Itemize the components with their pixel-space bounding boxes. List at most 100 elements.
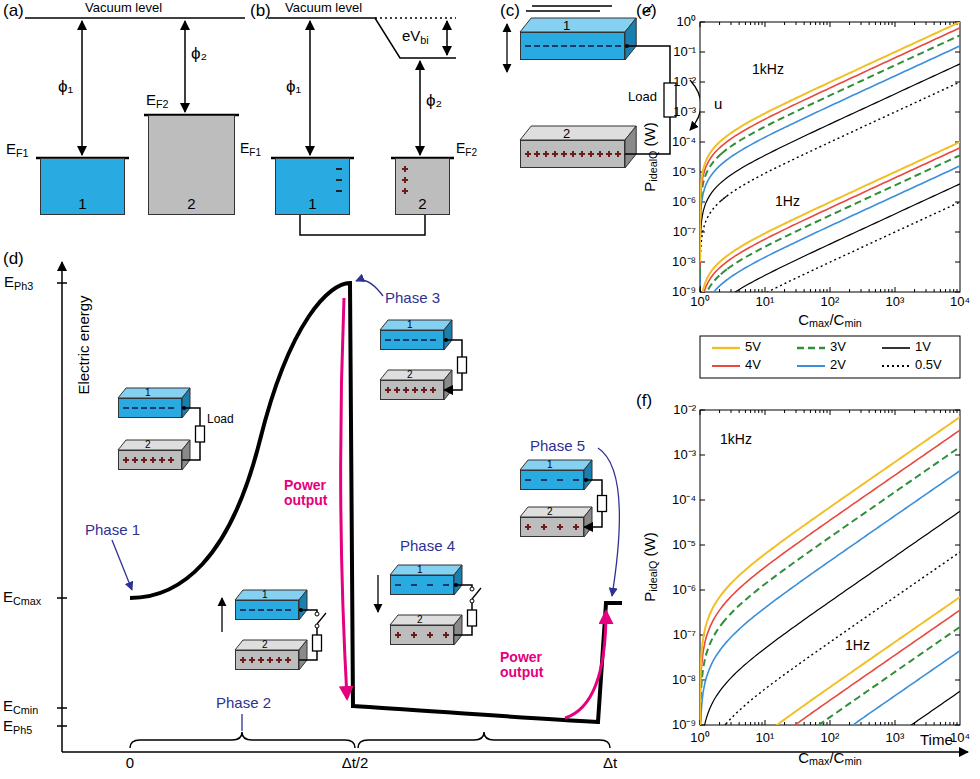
minus-charge: [443, 584, 449, 586]
block-number: 1: [547, 460, 553, 470]
minus-charge: [240, 609, 246, 611]
axis-tick: [892, 22, 893, 292]
plus-charge: [161, 457, 163, 463]
power-curves: [700, 22, 960, 292]
axis-tick: [914, 410, 915, 725]
plus-charge: [404, 177, 406, 183]
plus-charge: [397, 632, 399, 638]
axis-label: Time: [920, 732, 953, 749]
legend-text: 3V: [830, 340, 846, 354]
electrode-block: 2: [380, 380, 444, 400]
axis-tick: [796, 410, 797, 725]
tick-label: 0: [126, 755, 134, 772]
subscript: F2: [465, 147, 477, 158]
charge-marks: [391, 626, 453, 644]
plus-charge: [125, 457, 127, 463]
tick-label: 10⁻³: [673, 448, 696, 462]
block-top-face: [118, 440, 190, 450]
tick-label: 10⁰: [677, 15, 696, 29]
plus-charge: [170, 457, 172, 463]
axis-tick: [953, 22, 954, 292]
axis-tick: [823, 410, 824, 725]
plus-charge: [536, 151, 538, 157]
minus-charge: [336, 190, 342, 192]
block-number: 1: [407, 320, 413, 330]
axis-tick: [869, 22, 870, 292]
power-curve: [700, 35, 960, 275]
block-top-face: [390, 615, 462, 625]
plus-charge: [396, 387, 398, 393]
power-curve: [700, 597, 960, 725]
terminal-dot: [299, 608, 303, 612]
plus-charge: [404, 188, 406, 194]
phase-pointers: [241, 714, 242, 731]
plus-charge: [134, 457, 136, 463]
axis-tick: [861, 22, 862, 292]
axis-tick: [745, 410, 746, 725]
tick-label: 10⁰: [690, 295, 709, 309]
phase-label: Phase 2: [216, 695, 271, 712]
electrode-block: 1: [390, 575, 454, 595]
power-arrows: [341, 298, 347, 698]
plus-charge: [143, 457, 145, 463]
frequency-label: 1Hz: [775, 194, 800, 209]
block-side-face: [454, 615, 462, 645]
panel-d-axes: [130, 732, 355, 748]
block-number: 2: [262, 640, 268, 650]
axis-tick: [750, 410, 751, 725]
minus-charge: [394, 339, 400, 341]
plus-charge: [445, 632, 447, 638]
fermi-level: EF1: [240, 141, 261, 156]
electrode-block: 2: [390, 625, 454, 645]
subscript: idealQ: [647, 151, 659, 182]
power-curve: [700, 471, 960, 725]
axis-tick: [819, 22, 820, 292]
tick-label: 10⁻²: [673, 75, 696, 89]
axis-tick: [762, 410, 763, 725]
axis-tick: [827, 22, 828, 292]
subscript: Cmin: [13, 704, 38, 716]
block-side-face: [584, 507, 592, 537]
axis-tick: [830, 410, 831, 725]
phase-label: Phase 4: [400, 538, 455, 555]
plus-charge: [432, 387, 434, 393]
axis-label: PidealQ (W): [642, 532, 659, 602]
axis-tick: [745, 22, 746, 292]
minus-charge: [267, 609, 273, 611]
axis-label: Cmax/Cmin: [798, 312, 862, 329]
tick-label: 10²: [821, 731, 840, 745]
power-curve: [700, 28, 960, 268]
motion-arrows: [221, 598, 222, 632]
panel-label: (a): [3, 2, 24, 21]
axis-tick: [849, 22, 850, 292]
minus-charge: [411, 584, 417, 586]
axis-tick: [827, 410, 828, 725]
level-label: Vacuum level: [85, 1, 162, 15]
subscript: F1: [16, 147, 29, 159]
subscript: idealQ: [647, 561, 659, 592]
plus-charge: [405, 387, 407, 393]
minus-charge: [588, 45, 594, 47]
electrode-block: 1: [275, 158, 350, 215]
block-top-face: [520, 460, 592, 470]
phase-pointers: [112, 540, 132, 590]
plus-charge: [581, 151, 583, 157]
charge-marks: [119, 399, 181, 417]
power-arrows: [341, 298, 606, 718]
energy-level: EPh5: [3, 718, 32, 735]
block-number: 1: [145, 388, 151, 398]
terminal-dot: [182, 406, 186, 410]
axis-tick: [810, 22, 811, 292]
block-number: 1: [417, 565, 423, 575]
energy-level: ECmin: [3, 698, 38, 715]
plus-charge: [242, 657, 244, 663]
panel-label: (d): [3, 250, 24, 269]
legend-sample: [882, 347, 910, 349]
electrode-block: 2: [395, 158, 450, 215]
panel-label: (e): [636, 2, 657, 21]
block-side-face: [454, 565, 462, 595]
power-curve: [700, 142, 960, 292]
energy-level: EPh3: [4, 274, 33, 291]
block-number: 1: [563, 19, 570, 32]
frequency-label: 1Hz: [845, 638, 870, 653]
